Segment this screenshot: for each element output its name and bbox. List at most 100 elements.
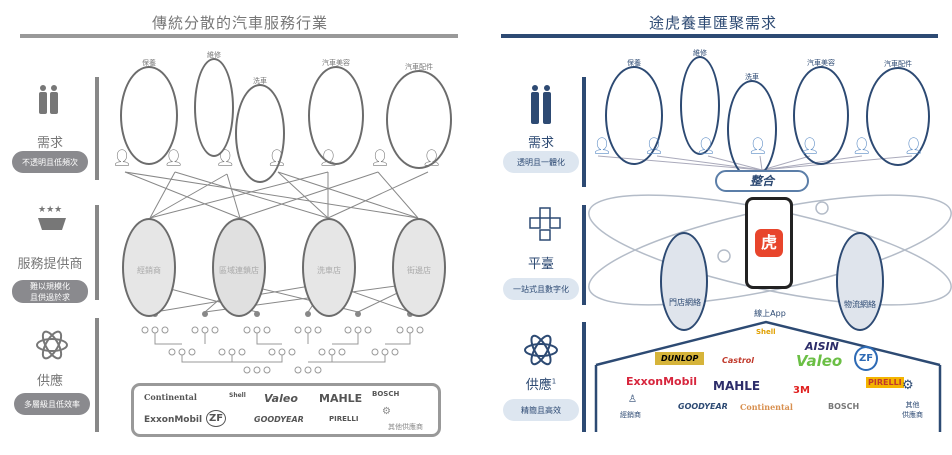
logistics-network-label: 物流網絡 [844, 300, 876, 309]
right-service-carwash: 洗車 [727, 73, 777, 180]
supply-tree [154, 330, 411, 363]
logo-continental: Continental [144, 392, 197, 402]
gear-car-icon: ⚙ [382, 406, 391, 417]
left-customers: 👤︎ 👤︎ 👤︎ 👤︎ 👤︎ 👤︎ 👤︎ [112, 148, 442, 167]
left-provider-desc-line1: 難以規模化 [30, 281, 70, 291]
logo-bosch: BOSCH [372, 390, 400, 398]
right-platform-bar [582, 205, 586, 305]
left-other-suppliers: 其他供應商 [388, 423, 423, 431]
logo-valeo: Valeo [796, 352, 843, 370]
right-service-parts: 汽車配件 [866, 60, 930, 167]
supplier-house-outline [594, 320, 942, 432]
left-demand-bar [95, 77, 99, 180]
right-title: 途虎養車匯聚需求 [648, 14, 777, 32]
logo-shell: Shell [756, 328, 776, 336]
logistics-network-icon [836, 232, 884, 332]
right-customers: 👤︎ 👤︎ 👤︎ 👤︎ 👤︎ 👤︎ 👤︎ [592, 136, 924, 155]
atom-icon [36, 330, 68, 360]
integrate-pill: 整合 [715, 170, 809, 192]
right-supply-label: 供應1 [501, 374, 581, 393]
right-platform-label: 平臺 [527, 257, 554, 272]
logo-bosch: BOSCH [828, 402, 860, 411]
left-service-detailing: 汽車美容 [308, 59, 364, 166]
other-suppliers-line1: 其他 [905, 401, 920, 409]
handshake-people-icon [531, 85, 551, 124]
right-demand-desc: 透明且一體化 [503, 151, 579, 173]
left-shop-dealer-icon [122, 218, 176, 318]
handshake-stars-icon: ★★★ [38, 205, 66, 230]
logo-3m: 3M [793, 385, 810, 396]
distributor-hierarchy-icon: ♙ [628, 394, 637, 405]
other-suppliers: 其他供應商 [902, 400, 923, 420]
logo-pirelli: PIRELLI [866, 377, 904, 388]
left-provider-label: 服務提供商 [17, 257, 83, 272]
logo-castrol: Castrol [722, 356, 755, 365]
customer-icon: 👤︎ [643, 136, 665, 155]
handshake-people-icon [39, 85, 58, 114]
left-service-carwash: 洗車 [235, 77, 285, 184]
left-service-maintenance: 保養 [120, 59, 178, 166]
logo-dunlop: DUNLOP [655, 352, 705, 365]
left-shop-street-icon [392, 218, 446, 318]
blockchain-cube-icon [529, 207, 561, 241]
customer-icon: 👤︎ [903, 136, 924, 155]
left-title: 傳統分散的汽車服務行業 [151, 14, 328, 32]
customer-icon: 👤︎ [318, 148, 339, 167]
customer-icon: 👤︎ [163, 148, 184, 167]
left-service-parts: 汽車配件 [386, 63, 452, 170]
customer-icon: 👤︎ [592, 136, 613, 155]
right-supplier-house: Shell AISIN DUNLOP Castrol Valeo ZF Exxo… [596, 322, 942, 435]
atom-icon [524, 334, 558, 366]
left-shop-label: 區域連鎖店 [219, 266, 259, 275]
right-supply-bar [582, 322, 586, 432]
logo-goodyear: GOODYEAR [254, 415, 304, 424]
right-platform-desc: 一站式且數字化 [503, 278, 579, 300]
customer-icon: 👤︎ [266, 148, 288, 167]
demand-to-provider-lines [124, 171, 429, 219]
logo-zf: ZF [206, 410, 227, 427]
right-demand-bar [582, 77, 586, 187]
logo-exxonmobil: ExxonMobil [626, 375, 698, 388]
left-shop-label: 經銷商 [137, 266, 161, 275]
store-network-label: 門店網絡 [669, 298, 701, 307]
logo-zf: ZF [854, 346, 879, 371]
customer-icon: 👤︎ [112, 148, 133, 167]
customer-icon: 👤︎ [695, 136, 717, 155]
online-app-label: 線上App [754, 309, 786, 318]
footnote-marker: 1 [551, 377, 557, 386]
right-supply-label-text: 供應 [525, 378, 552, 393]
logo-pirelli: PIRELLI [329, 415, 359, 423]
left-supplier-logo-box: Continental Shell Valeo MAHLE BOSCH Exxo… [131, 383, 441, 437]
logo-mahle: MAHLE [319, 392, 363, 405]
logo-shell: Shell [229, 392, 246, 399]
left-supply-bar [95, 318, 99, 432]
tuhu-app-icon: 虎 [755, 229, 783, 257]
left-demand-label: 需求 [36, 136, 63, 151]
left-shop-carwash-icon [302, 218, 356, 318]
right-connections [524, 85, 952, 432]
provider-to-supply-lines [147, 282, 419, 313]
left-provider-desc-line2: 且供過於求 [30, 292, 70, 302]
left-provider-desc: 難以規模化 且供過於求 [12, 280, 88, 303]
customer-icon: 👤︎ [747, 136, 769, 155]
logo-exxonmobil: ExxonMobil [144, 415, 203, 425]
left-supply-label: 供應 [36, 374, 63, 389]
supply-person-icons [152, 311, 413, 317]
gear-car-icon: ⚙ [902, 378, 914, 393]
customer-icon: 👤︎ [370, 148, 391, 167]
customer-icon: 👤︎ [851, 136, 872, 155]
right-service-maintenance: 保養 [605, 59, 663, 166]
left-shop-chain-icon [212, 218, 266, 318]
right-service-detailing: 汽車美容 [793, 59, 849, 166]
left-title-rule [20, 34, 458, 38]
supply-nodes [141, 326, 424, 374]
distributor-label: 經銷商 [620, 411, 641, 419]
left-provider-bar [95, 205, 99, 300]
logo-aisin: AISIN [805, 340, 839, 353]
customer-icon: 👤︎ [421, 148, 442, 167]
right-demand-label: 需求 [527, 136, 554, 151]
customer-icon: 👤︎ [799, 136, 821, 155]
right-supply-desc: 精簡且高效 [503, 399, 579, 421]
customer-icon: 👤︎ [215, 148, 236, 167]
left-shop-label: 街邊店 [407, 266, 431, 275]
